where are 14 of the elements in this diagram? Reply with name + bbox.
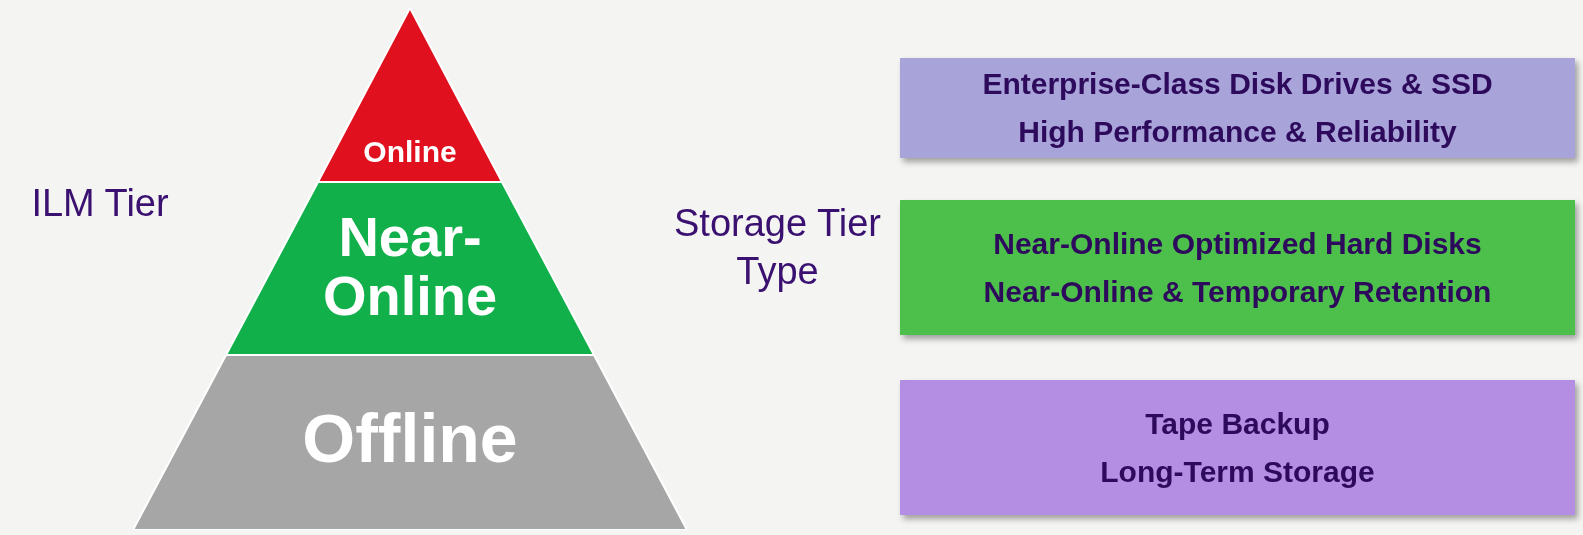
tier-label: Offline: [301, 403, 519, 475]
box-text: Tape Backup: [1145, 406, 1330, 441]
box-text: Enterprise-Class Disk Drives & SSD: [982, 67, 1493, 101]
box-text: Near-Online & Temporary Retention: [983, 274, 1492, 309]
box-text: Long-Term Storage: [1100, 454, 1375, 489]
axis-caption: Storage Tier Type: [673, 201, 882, 294]
axis-caption: ILM Tier: [30, 181, 170, 226]
tier-label: Online: [362, 136, 458, 168]
box-text: Near-Online Optimized Hard Disks: [993, 226, 1482, 261]
tier-box: [900, 58, 1575, 158]
tier-label: Near- Online: [321, 208, 499, 326]
tier-box: [900, 200, 1575, 335]
box-text: High Performance & Reliability: [1018, 115, 1457, 149]
tier-box: [900, 380, 1575, 515]
